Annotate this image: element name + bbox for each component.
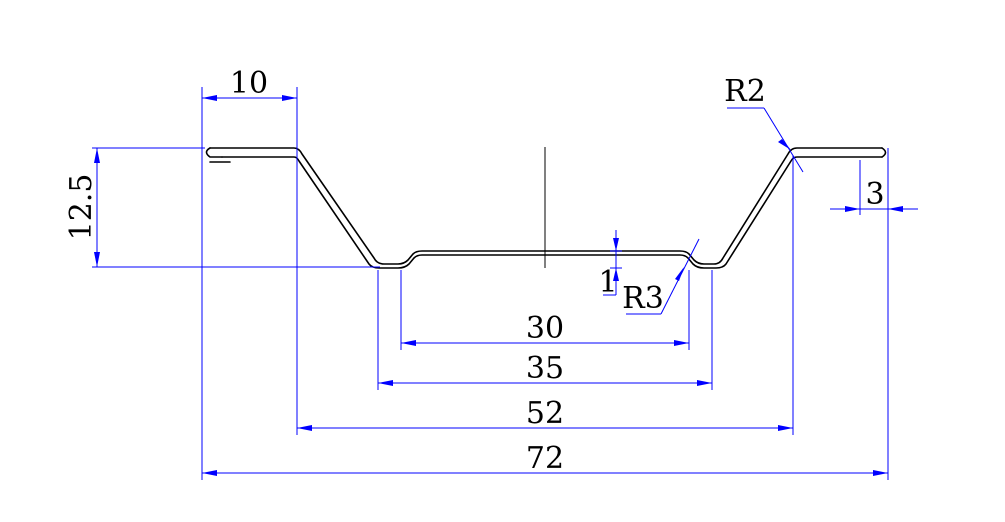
dim-bottom-inner-width: 30 <box>401 311 689 346</box>
dim-bend-radius-top: R2 <box>724 74 804 173</box>
label-10: 10 <box>230 66 268 101</box>
label-r3: R3 <box>622 281 664 316</box>
label-72: 72 <box>526 441 564 476</box>
label-r2: R2 <box>724 74 766 109</box>
extension-lines <box>92 87 889 480</box>
profile-outline <box>205 147 887 269</box>
dim-bottom-outer-width: 35 <box>378 351 712 386</box>
dim-step-depth: 1 <box>598 230 619 300</box>
label-30: 30 <box>526 311 564 346</box>
dim-hem-length: 3 <box>830 177 918 212</box>
label-1: 1 <box>598 265 617 300</box>
label-52: 52 <box>526 396 564 431</box>
label-35: 35 <box>526 351 564 386</box>
label-12-5: 12.5 <box>64 174 99 241</box>
dim-height: 12.5 <box>64 148 100 267</box>
dim-bend-radius-bottom: R3 <box>622 238 700 316</box>
dim-overall-width: 72 <box>202 441 888 476</box>
dim-top-opening-width: 52 <box>297 396 793 431</box>
label-3: 3 <box>865 177 884 212</box>
dim-top-flange-width: 10 <box>202 66 297 101</box>
